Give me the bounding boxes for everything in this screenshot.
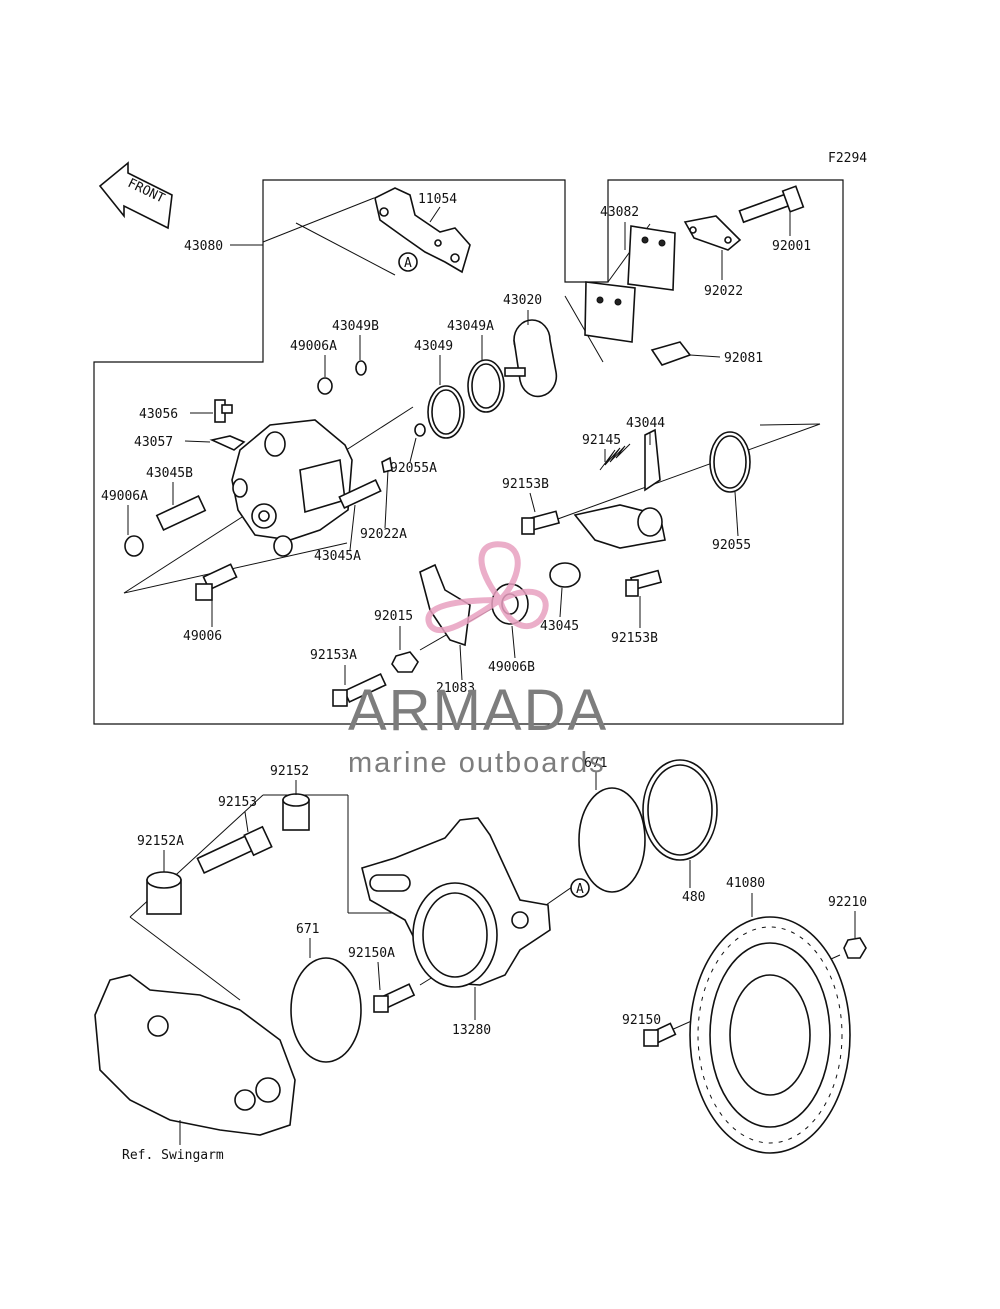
sleeve-92152 (282, 793, 310, 831)
bolt-92150A (373, 983, 416, 1013)
label-92210: 92210 (828, 895, 867, 910)
bushing-43045 (549, 562, 581, 588)
label-41080: 41080 (726, 876, 765, 891)
watermark-brand: ARMADA (348, 678, 608, 743)
clip-92022A (381, 456, 393, 473)
label-43056: 43056 (139, 407, 178, 422)
label-49006B: 49006B (488, 660, 535, 675)
oring-92055 (709, 431, 751, 493)
label-49006A-left: 49006A (101, 489, 148, 504)
seal-43049 (427, 385, 465, 439)
sleeve-92152A (146, 871, 182, 915)
label-43049: 43049 (414, 339, 453, 354)
bolt-92150 (643, 1022, 677, 1047)
ref-marker-top: A (398, 252, 418, 272)
label-13280: 13280 (452, 1023, 491, 1038)
caliper-body (231, 419, 353, 557)
label-92153B-top: 92153B (502, 477, 549, 492)
bracket-11054 (374, 187, 471, 274)
ring-92055A (414, 423, 426, 437)
label-43045: 43045 (540, 619, 579, 634)
boot-49006A-left (124, 535, 144, 557)
label-92153A: 92153A (310, 648, 357, 663)
pin-43045A (338, 479, 382, 509)
swingarm-ref-label: Ref. Swingarm (122, 1148, 224, 1163)
cap-43057 (209, 435, 246, 451)
spring-92081 (650, 341, 692, 366)
label-43082: 43082 (600, 205, 639, 220)
watermark-tagline: marine outboards (348, 747, 606, 779)
ref-marker-bottom: A (570, 878, 590, 898)
label-92150: 92150 (622, 1013, 661, 1028)
watermark-logo-icon (425, 541, 549, 634)
label-43057: 43057 (134, 435, 173, 450)
label-43080: 43080 (184, 239, 223, 254)
label-92153: 92153 (218, 795, 257, 810)
lever-43044 (573, 428, 666, 549)
label-671-left: 671 (296, 922, 319, 937)
piston-43020 (504, 319, 558, 398)
label-480: 480 (682, 890, 705, 905)
nut-92015 (391, 651, 419, 673)
plate-92022 (683, 215, 742, 251)
label-92015: 92015 (374, 609, 413, 624)
label-21083: 21083 (436, 681, 475, 696)
washer-43049B (355, 360, 367, 376)
label-92152A: 92152A (137, 834, 184, 849)
label-43049A: 43049A (447, 319, 494, 334)
label-92055: 92055 (712, 538, 751, 553)
label-49006: 49006 (183, 629, 222, 644)
bolt-92001 (738, 185, 805, 224)
bolt-49006 (195, 563, 238, 601)
diagram-code: F2294 (828, 151, 867, 166)
oring-671-top (578, 787, 646, 893)
bolt-92153B-right (625, 569, 663, 597)
oring-671-left (290, 957, 362, 1063)
label-43045A: 43045A (314, 549, 361, 564)
brake-pads-43082 (584, 225, 676, 343)
label-92001: 92001 (772, 239, 811, 254)
label-11054: 11054 (418, 192, 457, 207)
label-92055A: 92055A (390, 461, 437, 476)
label-43044: 43044 (626, 416, 665, 431)
label-43049B: 43049B (332, 319, 379, 334)
pin-43045B (155, 494, 207, 532)
label-92022A: 92022A (360, 527, 407, 542)
bolt-92153B-top (521, 510, 561, 535)
label-92153B-right: 92153B (611, 631, 658, 646)
svg-text:A: A (576, 882, 584, 897)
label-92022: 92022 (704, 284, 743, 299)
label-43045B: 43045B (146, 466, 193, 481)
svg-text:A: A (404, 256, 412, 271)
bleeder-43056 (214, 399, 233, 423)
label-43020: 43020 (503, 293, 542, 308)
bushing-49006A-top (317, 377, 333, 395)
ring-480 (642, 759, 718, 861)
front-arrow-icon: FRONT (98, 161, 173, 230)
label-92150A: 92150A (348, 946, 395, 961)
label-92145: 92145 (582, 433, 621, 448)
nut-92210 (843, 937, 867, 959)
label-49006A-top: 49006A (290, 339, 337, 354)
spring-92145 (599, 443, 631, 471)
carrier-13280 (361, 817, 551, 988)
label-92081: 92081 (724, 351, 763, 366)
disc-41080 (689, 916, 851, 1154)
swingarm (94, 974, 296, 1136)
seal-43049A (467, 359, 505, 413)
bolt-92153A (332, 673, 387, 707)
stud-92153 (196, 825, 273, 874)
caliper-assembly-box (93, 179, 844, 725)
label-92152: 92152 (270, 764, 309, 779)
label-671-top: 671 (584, 756, 607, 771)
leader-lines (127, 206, 856, 1020)
